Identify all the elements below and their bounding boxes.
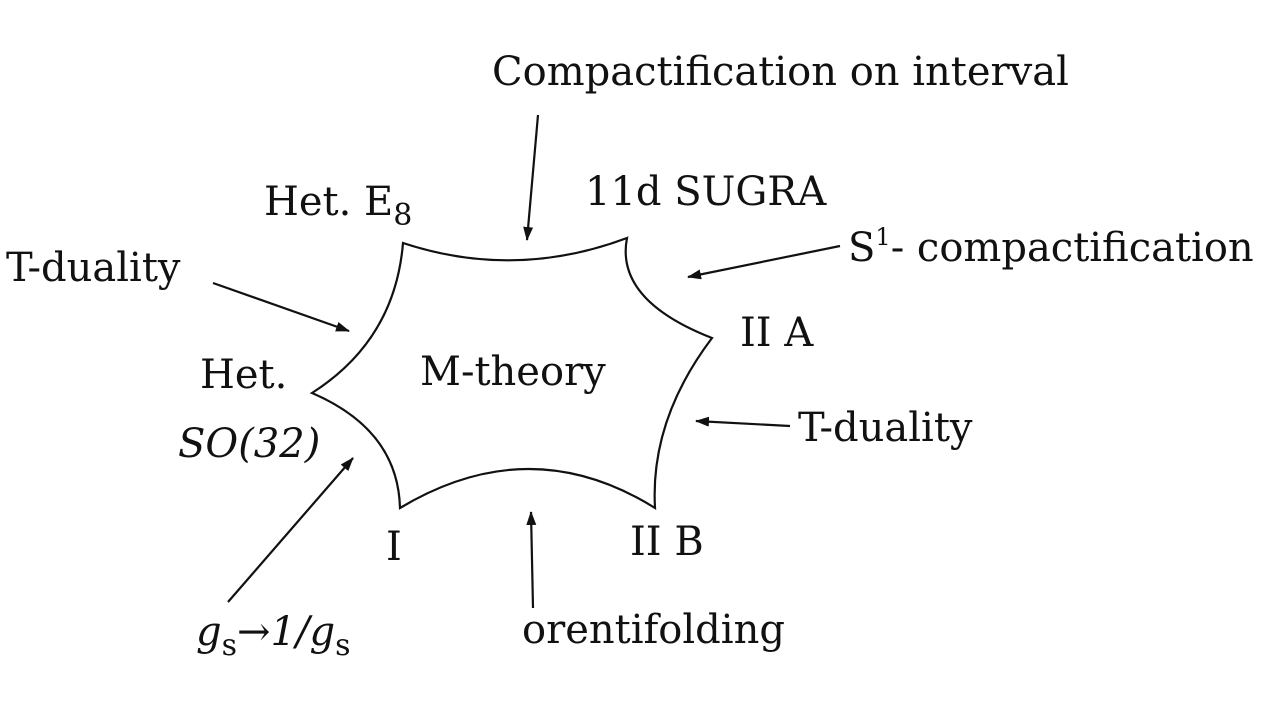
- s-duality-mid: →1/: [237, 609, 310, 655]
- m-theory-moduli-shape: [309, 236, 714, 511]
- t-duality-left-text: T-duality: [6, 245, 181, 291]
- s-duality-label: gs→1/gs: [196, 609, 350, 661]
- het-so32-text-1: Het.: [200, 352, 288, 398]
- iib-label: II B: [630, 522, 704, 562]
- orientifold-text: orentifolding: [522, 607, 785, 653]
- sugra-label: 11d SUGRA: [585, 172, 826, 212]
- s1-compactification-label: S1- compactification: [848, 225, 1254, 271]
- s1-superscript: 1: [875, 223, 891, 251]
- interval-label: Compactification on interval: [492, 52, 1069, 92]
- type-i-text: I: [386, 524, 402, 570]
- t-duality-left-label: T-duality: [6, 248, 181, 288]
- s1-rest-text: - compactification: [890, 225, 1254, 271]
- type-i-label: I: [386, 527, 402, 567]
- t-duality-left-arrow: [212, 281, 350, 333]
- het-so32-label-line2: SO(32): [178, 424, 320, 464]
- het-e8-label: Het. E8: [264, 179, 412, 231]
- orientifold-arrow: [526, 511, 537, 609]
- s-duality-g2: g: [309, 609, 336, 655]
- orientifold-label: orentifolding: [522, 610, 785, 650]
- m-theory-label: M-theory: [420, 352, 606, 392]
- het-so32-label-line1: Het.: [200, 355, 287, 395]
- s-duality-arrow: [227, 457, 354, 603]
- interval-arrow: [523, 114, 540, 241]
- s1-base-text: S: [848, 225, 876, 271]
- iia-label: II A: [740, 313, 813, 353]
- het-e8-subscript: 8: [393, 198, 413, 233]
- s1-compactification-arrow: [687, 244, 841, 280]
- s-duality-s2: s: [335, 628, 351, 663]
- het-e8-text: Het. E: [264, 179, 394, 225]
- t-duality-right-arrow: [695, 416, 791, 428]
- t-duality-right-label: T-duality: [798, 408, 973, 448]
- sugra-text: 11d SUGRA: [585, 169, 827, 215]
- s-duality-g1: g: [196, 609, 222, 655]
- interval-text: Compactification on interval: [492, 49, 1069, 95]
- m-theory-text: M-theory: [420, 349, 606, 395]
- iia-text: II A: [740, 310, 814, 356]
- t-duality-right-text: T-duality: [798, 405, 973, 451]
- s-duality-s1: s: [221, 628, 238, 663]
- iib-text: II B: [630, 519, 704, 565]
- het-so32-text-2: SO(32): [178, 421, 321, 467]
